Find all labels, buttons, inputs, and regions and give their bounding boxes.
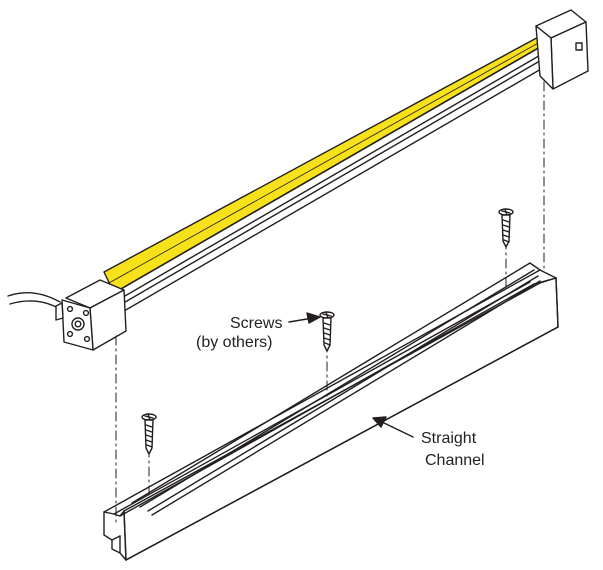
channel-label: Straight: [421, 430, 477, 447]
end-cap-left: [55, 279, 127, 351]
screw-right: [498, 208, 514, 248]
channel-leader-arrow: [372, 416, 414, 438]
end-cap-right: [535, 9, 589, 90]
alignment-guides: [115, 81, 545, 525]
channel-label-line2: Channel: [425, 452, 485, 469]
screw-middle: [319, 311, 335, 352]
screws-leader-arrow: [288, 312, 321, 324]
connector-port-icon: [71, 317, 85, 331]
led-light-bar: [103, 33, 561, 312]
power-cable: [7, 291, 61, 310]
screws-sublabel: (by others): [196, 334, 273, 351]
channel-front-face: [123, 277, 559, 561]
screw-left: [141, 413, 157, 455]
led-strip: [103, 33, 555, 294]
straight-channel: [103, 262, 559, 561]
screws-label: Screws: [230, 315, 283, 332]
